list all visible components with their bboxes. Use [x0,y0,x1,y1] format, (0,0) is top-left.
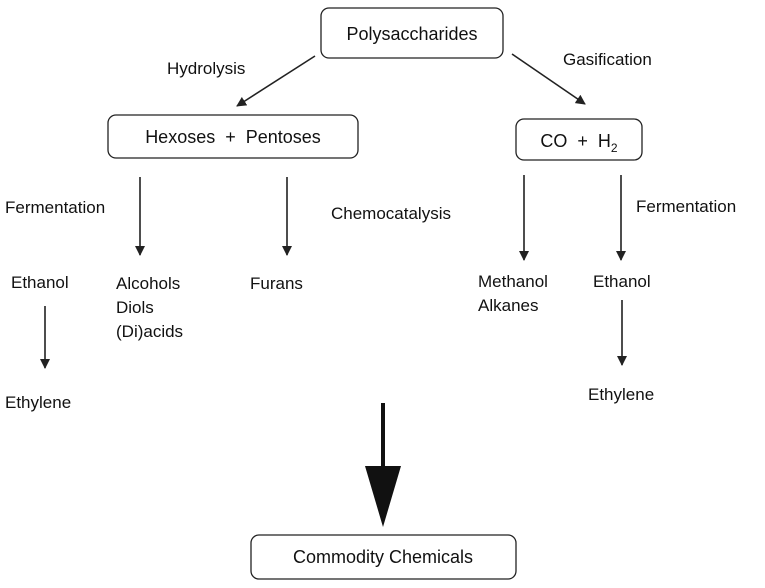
big-arrow-head [365,466,401,527]
hexoses-pentoses-label: Hexoses + Pentoses [145,127,321,147]
diols-label: Diols [116,298,154,317]
commodity-chemicals-node: Commodity Chemicals [250,534,517,580]
polysaccharides-label: Polysaccharides [346,24,477,44]
ethylene-right-label: Ethylene [588,385,654,404]
alkanes-label: Alkanes [478,296,538,315]
polysaccharides-box [320,7,504,59]
fermentation-right-label: Fermentation [636,197,736,216]
ethylene-left-label: Ethylene [5,393,71,412]
alcohols-label: Alcohols [116,274,180,293]
commodity-chemicals-box [250,534,517,580]
syngas-label: CO + H2 [540,131,618,155]
syngas-box [515,118,643,161]
big-arrow [365,403,401,527]
syngas-node: CO + H2 [515,118,643,161]
methanol-label: Methanol [478,272,548,291]
gasification-arrow [511,53,586,105]
hexoses-pentoses-node: Hexoses + Pentoses [107,114,359,159]
hexoses-pentoses-box [107,114,359,159]
hydrolysis-label: Hydrolysis [167,59,245,78]
gasification-label: Gasification [563,50,652,69]
ethanol-right-label: Ethanol [593,272,651,291]
polysaccharides-node: Polysaccharides [320,7,504,59]
fermentation-left-label: Fermentation [5,198,105,217]
diacids-label: (Di)acids [116,322,183,341]
furans-label: Furans [250,274,303,293]
h2-text: H [598,131,611,151]
hydrolysis-arrow [236,55,316,107]
plus-text: + [577,131,588,151]
h2-subscript: 2 [611,141,618,155]
ethanol-left-label: Ethanol [11,273,69,292]
co-text: CO [540,131,567,151]
commodity-chemicals-label: Commodity Chemicals [293,547,473,567]
chemocatalysis-label: Chemocatalysis [331,204,451,223]
